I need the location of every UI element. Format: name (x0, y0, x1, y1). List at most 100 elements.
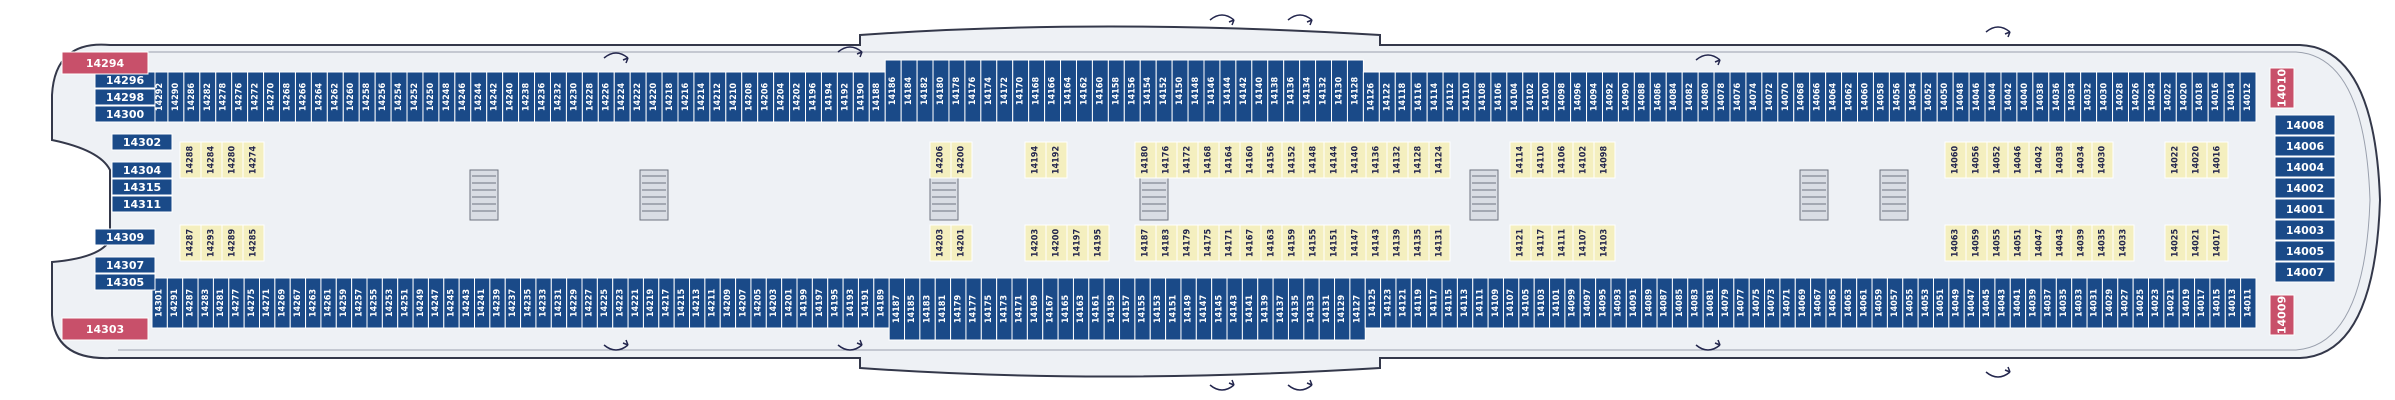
inside-cabin-top[interactable]: 14168 (1197, 141, 1220, 179)
forward-cabin[interactable]: 14006 (2274, 135, 2336, 157)
balcony-cabin-top[interactable]: 14028 (2112, 71, 2129, 123)
inside-cabin-bottom[interactable]: 14055 (1986, 224, 2009, 262)
inside-cabin-top[interactable]: 14042 (2028, 141, 2051, 179)
balcony-cabin-bottom[interactable]: 14217 (658, 277, 675, 329)
balcony-cabin-bottom[interactable]: 14141 (1241, 277, 1259, 341)
balcony-cabin-bottom[interactable]: 14011 (2240, 277, 2257, 329)
balcony-cabin-top[interactable]: 14236 (534, 71, 551, 123)
balcony-cabin-bottom[interactable]: 14027 (2117, 277, 2134, 329)
balcony-cabin-bottom[interactable]: 14277 (228, 277, 245, 329)
balcony-cabin-top[interactable]: 14146 (1203, 59, 1221, 123)
inside-cabin-bottom[interactable]: 14159 (1281, 224, 1304, 262)
balcony-cabin-top[interactable]: 14232 (549, 71, 567, 123)
forward-cabin[interactable]: 14002 (2274, 177, 2336, 199)
inside-cabin-bottom[interactable]: 14293 (200, 224, 223, 262)
balcony-cabin-bottom[interactable]: 14271 (259, 277, 276, 329)
balcony-cabin-bottom[interactable]: 14121 (1395, 277, 1412, 329)
balcony-cabin-top[interactable]: 14188 (868, 71, 886, 123)
balcony-cabin-bottom[interactable]: 14243 (458, 277, 476, 329)
balcony-cabin-bottom[interactable]: 14075 (1748, 277, 1766, 329)
balcony-cabin-top[interactable]: 14210 (725, 71, 743, 123)
balcony-cabin-bottom[interactable]: 14281 (212, 277, 230, 329)
inside-cabin-bottom[interactable]: 14021 (2185, 224, 2208, 262)
inside-cabin-bottom[interactable]: 14111 (1551, 224, 1574, 262)
inside-cabin-bottom[interactable]: 14203 (929, 224, 952, 262)
balcony-cabin-top[interactable]: 14246 (454, 71, 472, 123)
balcony-cabin-bottom[interactable]: 14151 (1165, 277, 1182, 341)
inside-cabin-top[interactable]: 14124 (1428, 141, 1451, 179)
balcony-cabin-bottom[interactable]: 14249 (412, 277, 429, 329)
balcony-cabin-bottom[interactable]: 14169 (1026, 277, 1044, 341)
balcony-cabin-top[interactable]: 14090 (1617, 71, 1635, 123)
balcony-cabin-top[interactable]: 14022 (2159, 71, 2177, 123)
balcony-cabin-bottom[interactable]: 14107 (1502, 277, 1520, 329)
balcony-cabin-top[interactable]: 14074 (1745, 71, 1763, 123)
balcony-cabin-bottom[interactable]: 14085 (1671, 277, 1689, 329)
balcony-cabin-bottom[interactable]: 14047 (1963, 277, 1981, 329)
suite-cabin[interactable]: 14009 (2269, 294, 2295, 336)
balcony-cabin-top[interactable]: 14180 (932, 59, 950, 123)
balcony-cabin-bottom[interactable]: 14197 (811, 277, 829, 329)
balcony-cabin-bottom[interactable]: 14251 (397, 277, 414, 329)
balcony-cabin-top[interactable]: 14168 (1028, 59, 1046, 123)
balcony-cabin-bottom[interactable]: 14093 (1610, 277, 1627, 329)
inside-cabin-bottom[interactable]: 14017 (2206, 224, 2229, 262)
balcony-cabin-bottom[interactable]: 14083 (1687, 277, 1704, 329)
balcony-cabin-bottom[interactable]: 14225 (596, 277, 614, 329)
balcony-cabin-bottom[interactable]: 14267 (289, 277, 307, 329)
forward-cabin[interactable]: 14008 (2274, 114, 2336, 136)
balcony-cabin-top[interactable]: 14134 (1299, 59, 1317, 123)
inside-cabin-bottom[interactable]: 14175 (1197, 224, 1220, 262)
balcony-cabin-top[interactable]: 14144 (1219, 59, 1237, 123)
balcony-cabin-top[interactable]: 14244 (470, 71, 488, 123)
balcony-cabin-top[interactable]: 14248 (438, 71, 456, 123)
balcony-cabin-bottom[interactable]: 14203 (765, 277, 783, 329)
balcony-cabin-top[interactable]: 14082 (1681, 71, 1699, 123)
inside-cabin-top[interactable]: 14140 (1344, 141, 1367, 179)
balcony-cabin-top[interactable]: 14044 (1984, 71, 2002, 123)
balcony-cabin-top[interactable]: 14216 (677, 71, 695, 123)
inside-cabin-bottom[interactable]: 14117 (1530, 224, 1553, 262)
balcony-cabin-top[interactable]: 14128 (1346, 59, 1364, 123)
balcony-cabin-top[interactable]: 14206 (757, 71, 775, 123)
balcony-cabin-bottom[interactable]: 14127 (1349, 277, 1366, 341)
inside-cabin-top[interactable]: 14136 (1365, 141, 1388, 179)
inside-cabin-top[interactable]: 14114 (1509, 141, 1532, 179)
balcony-cabin-top[interactable]: 14256 (374, 71, 392, 123)
balcony-cabin-top[interactable]: 14086 (1649, 71, 1667, 123)
balcony-cabin-bottom[interactable]: 14301 (151, 277, 168, 329)
balcony-cabin-top[interactable]: 14024 (2143, 71, 2161, 123)
balcony-cabin-bottom[interactable]: 14179 (950, 277, 967, 341)
balcony-cabin-bottom[interactable]: 14191 (857, 277, 875, 329)
balcony-cabin-bottom[interactable]: 14163 (1072, 277, 1090, 341)
inside-cabin-top[interactable]: 14206 (929, 141, 952, 179)
inside-cabin-bottom[interactable]: 14187 (1134, 224, 1157, 262)
inside-cabin-bottom[interactable]: 14183 (1155, 224, 1178, 262)
inside-cabin-bottom[interactable]: 14059 (1965, 224, 1988, 262)
balcony-cabin-top[interactable]: 14084 (1665, 71, 1683, 123)
balcony-cabin-top[interactable]: 14184 (900, 59, 918, 123)
balcony-cabin-bottom[interactable]: 14221 (627, 277, 644, 329)
inside-cabin-top[interactable]: 14106 (1551, 141, 1574, 179)
balcony-cabin-top[interactable]: 14238 (518, 71, 536, 123)
balcony-cabin-top[interactable]: 14226 (597, 71, 615, 123)
balcony-cabin-bottom[interactable]: 14283 (197, 277, 214, 329)
inside-cabin-top[interactable]: 14030 (2091, 141, 2114, 179)
balcony-cabin-bottom[interactable]: 14133 (1303, 277, 1320, 341)
aft-cabin[interactable]: 14309 (94, 228, 156, 246)
inside-cabin-bottom[interactable]: 14171 (1218, 224, 1241, 262)
balcony-cabin-top[interactable]: 14130 (1331, 59, 1348, 123)
balcony-cabin-top[interactable]: 14112 (1442, 71, 1460, 123)
balcony-cabin-bottom[interactable]: 14181 (934, 277, 952, 341)
balcony-cabin-bottom[interactable]: 14155 (1134, 277, 1151, 341)
balcony-cabin-top[interactable]: 14118 (1394, 71, 1412, 123)
balcony-cabin-bottom[interactable]: 14125 (1364, 277, 1382, 329)
balcony-cabin-top[interactable]: 14222 (629, 71, 647, 123)
inside-cabin-top[interactable]: 14020 (2185, 141, 2208, 179)
balcony-cabin-bottom[interactable]: 14061 (1856, 277, 1873, 329)
balcony-cabin-top[interactable]: 14116 (1410, 71, 1428, 123)
inside-cabin-bottom[interactable]: 14147 (1344, 224, 1367, 262)
balcony-cabin-top[interactable]: 14126 (1362, 71, 1380, 123)
balcony-cabin-top[interactable]: 14104 (1506, 71, 1524, 123)
balcony-cabin-bottom[interactable]: 14259 (335, 277, 353, 329)
